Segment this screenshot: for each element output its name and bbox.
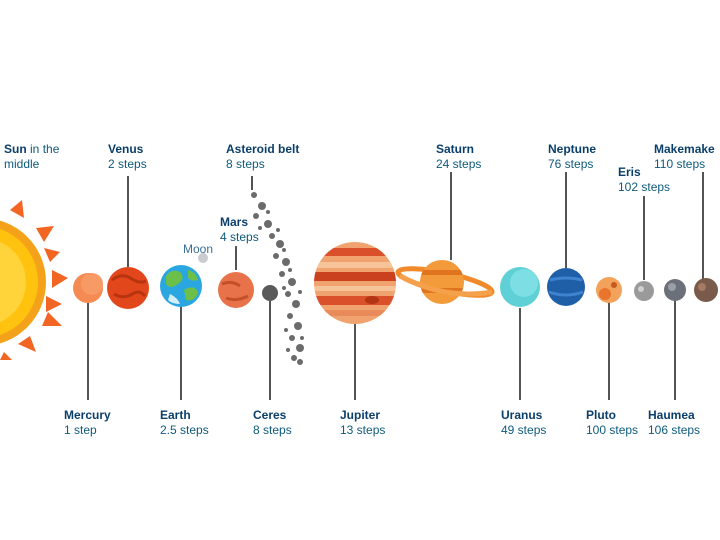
saturn-steps: 24 steps <box>436 157 482 171</box>
venus-name: Venus <box>108 142 144 156</box>
mars-name: Mars <box>220 215 249 229</box>
sun-note2: middle <box>4 157 40 171</box>
mars-planet <box>218 272 254 308</box>
jupiter-planet <box>314 242 396 324</box>
mercury-name: Mercury <box>64 408 111 422</box>
haumea-name: Haumea <box>648 408 695 422</box>
leader-lines <box>87 172 704 400</box>
earth-planet <box>160 265 202 307</box>
pluto-steps: 100 steps <box>586 423 639 437</box>
uranus-planet <box>500 267 540 307</box>
eris-planet <box>634 281 654 301</box>
mercury-steps: 1 step <box>64 423 97 437</box>
saturn-planet <box>395 260 495 304</box>
pluto-name: Pluto <box>586 408 616 422</box>
makemake-planet <box>694 278 718 302</box>
moon-label: Moon <box>183 242 214 256</box>
haumea-steps: 106 steps <box>648 423 701 437</box>
venus-planet <box>107 267 149 309</box>
neptune-name: Neptune <box>548 142 596 156</box>
earth-name: Earth <box>160 408 191 422</box>
haumea-planet <box>664 279 686 301</box>
mars-steps: 4 steps <box>220 230 259 244</box>
saturn-name: Saturn <box>436 142 475 156</box>
neptune-steps: 76 steps <box>548 157 594 171</box>
ceres-steps: 8 steps <box>253 423 292 437</box>
earth-steps: 2.5 steps <box>160 423 209 437</box>
makemake-name: Makemake <box>654 142 715 156</box>
sun-name: Sun <box>4 142 27 156</box>
neptune-planet <box>547 268 585 306</box>
asteroid-belt <box>251 192 304 365</box>
sun-note: in the <box>30 142 60 156</box>
jupiter-steps: 13 steps <box>340 423 386 437</box>
uranus-name: Uranus <box>501 408 543 422</box>
moon-body <box>198 253 208 263</box>
asteroid-belt-name: Asteroid belt <box>226 142 300 156</box>
pluto-planet <box>596 277 622 303</box>
sun <box>0 200 68 360</box>
asteroid-belt-steps: 8 steps <box>226 157 265 171</box>
makemake-steps: 110 steps <box>654 157 706 171</box>
eris-name: Eris <box>618 165 641 179</box>
mercury-planet <box>73 273 103 303</box>
jupiter-name: Jupiter <box>340 408 381 422</box>
ceres-planet <box>262 285 278 301</box>
ceres-name: Ceres <box>253 408 287 422</box>
eris-steps: 102 steps <box>618 180 671 194</box>
venus-steps: 2 steps <box>108 157 147 171</box>
uranus-steps: 49 steps <box>501 423 547 437</box>
